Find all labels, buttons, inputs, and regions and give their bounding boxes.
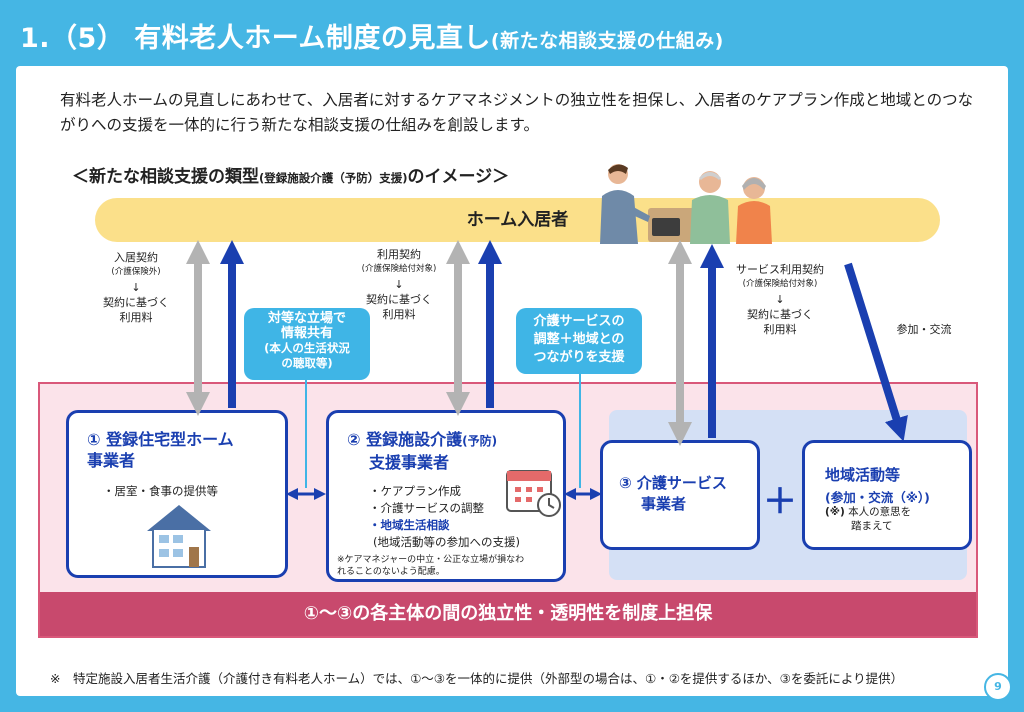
title-bar: 1.（5） 有料老人ホーム制度の見直し(新たな相談支援の仕組み) bbox=[0, 0, 1024, 62]
entity-box-care-support: ② 登録施設介護(予防)支援事業者 ・ケアプラン作成 ・介護サービスの調整 ・地… bbox=[326, 410, 566, 582]
page-title: 1.（5） 有料老人ホーム制度の見直し(新たな相談支援の仕組み) bbox=[20, 23, 724, 54]
house-icon bbox=[147, 505, 211, 568]
usage-contract-note: 利用契約 (介護保険給付対象) ↓ 契約に基づく 利用料 bbox=[361, 248, 437, 321]
coordination-callout: 介護サービスの 調整＋地域との つながりを支援 bbox=[516, 308, 642, 374]
box2-item-community: ・地域生活相談 bbox=[369, 518, 450, 532]
entity-box-care-service: ③ 介護サービス事業者 bbox=[600, 440, 760, 550]
info-sharing-callout: 対等な立場で 情報共有 (本人の生活状況 の聴取等) bbox=[244, 308, 370, 380]
box2-item-community-sub: (地域活動等の参加への支援) bbox=[373, 535, 520, 549]
footnote: ※ 特定施設入居者生活介護（介護付き有料老人ホーム）では、①〜③を一体的に提供（… bbox=[50, 671, 904, 686]
independence-bar: ①〜③の各主体の間の独立性・透明性を制度上担保 bbox=[40, 592, 976, 636]
section-title: ＜新たな相談支援の類型(登録施設介護（予防）支援)のイメージ＞ bbox=[72, 167, 510, 187]
participation-label: 参加・交流 bbox=[896, 323, 952, 336]
calendar-clock-icon bbox=[506, 470, 561, 517]
people-illustration-icon bbox=[600, 164, 772, 244]
box2-note: ※ケアマネジャーの中立・公正な立場が損なわれることのないよう配慮。 bbox=[337, 555, 525, 577]
box3-title: ③ 介護サービス事業者 bbox=[619, 474, 727, 513]
plus-sign: ＋ bbox=[763, 482, 797, 522]
entity-box-community-activity: 地域活動等 (参加・交流（※）) (※) 本人の意思を踏まえて bbox=[802, 440, 972, 550]
box2-item-careplan: ・ケアプラン作成 bbox=[369, 484, 461, 498]
box1-title: ① 登録住宅型ホーム事業者 bbox=[87, 430, 234, 470]
box4-sub: (参加・交流（※）) bbox=[825, 490, 930, 505]
page-number: 9 bbox=[984, 673, 1012, 701]
box4-note: (※) 本人の意思を踏まえて bbox=[825, 506, 912, 532]
entity-box-housing-operator: ① 登録住宅型ホーム事業者 ・居室・食事の提供等 bbox=[66, 410, 288, 578]
service-contract-note: サービス利用契約 (介護保険給付対象) ↓ 契約に基づく 利用料 bbox=[736, 263, 824, 336]
box4-title: 地域活動等 bbox=[825, 466, 901, 484]
housing-contract-note: 入居契約 (介護保険外) ↓ 契約に基づく 利用料 bbox=[103, 251, 169, 324]
page-subtitle: (新たな相談支援の仕組み) bbox=[490, 30, 724, 52]
resident-bar: ホーム入居者 bbox=[95, 198, 940, 242]
intro-text: 有料老人ホームの見直しにあわせて、入居者に対するケアマネジメントの独立性を担保し… bbox=[60, 91, 974, 134]
resident-label: ホーム入居者 bbox=[466, 210, 569, 230]
box2-title: ② 登録施設介護(予防)支援事業者 bbox=[347, 430, 498, 472]
box1-item: ・居室・食事の提供等 bbox=[103, 484, 218, 498]
box2-item-coordination: ・介護サービスの調整 bbox=[369, 501, 484, 515]
blue-arrow-participation bbox=[844, 262, 908, 442]
